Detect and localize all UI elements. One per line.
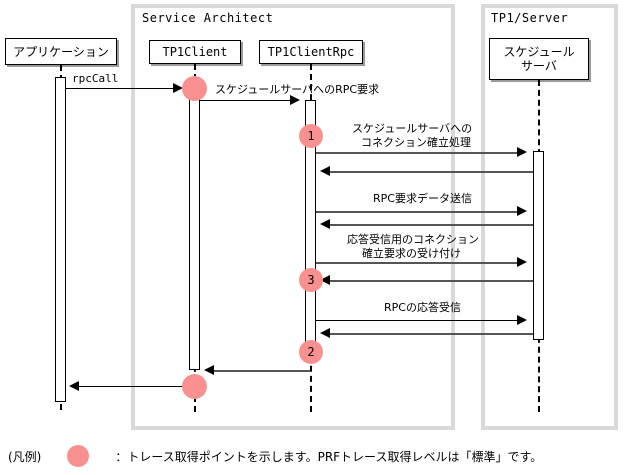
message-label-rpc-response: RPCの応答受信 [384, 301, 461, 314]
group-title-tp1-server: TP1/Server [491, 11, 569, 25]
legend-description: ：トレース取得ポイントを示します。PRFトレース取得レベルは「標準」です。 [115, 449, 543, 464]
message-arrow-rpc-return-to-client [204, 365, 214, 375]
message-line-rpc-data-send [316, 211, 517, 213]
message-arrow-rpc-response [517, 315, 527, 325]
message-label-resp-conn-accept-line2: 確立要求の受け付け [362, 247, 461, 260]
legend-prefix: (凡例) [8, 449, 42, 464]
message-arrow-rpc-request [290, 95, 300, 105]
message-arrow-rpc-response-return [320, 328, 330, 338]
legend-trace-point-icon [67, 445, 90, 467]
message-label-conn-establish-line2: コネクション確立処理 [361, 136, 471, 149]
message-arrow-rpc-data-send-return [320, 219, 330, 229]
message-line-rpc-response [316, 320, 517, 321]
lifeline-head-application: アプリケーション [5, 38, 117, 65]
message-line-rpc-return-to-app [79, 386, 188, 387]
group-frame-service-architect [131, 4, 455, 430]
lifeline-label-schedule-server-line1: スケジュール [503, 45, 575, 59]
message-arrow-conn-establish-return [320, 166, 330, 176]
lifeline-label-application: アプリケーション [13, 44, 109, 59]
message-arrow-rpc-return-to-app [69, 381, 79, 391]
trace-point-3-label: 3 [307, 273, 315, 287]
message-arrow-resp-conn-accept-return [320, 275, 330, 285]
activation-application [55, 77, 66, 402]
lifeline-head-tp1clientrpc: TP1ClientRpc [259, 40, 363, 64]
message-label-conn-establish-line1: スケジュールサーバへの [352, 122, 473, 135]
activation-tp1client [189, 88, 200, 370]
trace-point-1: 1 [299, 124, 323, 148]
trace-point-1-label: 1 [307, 129, 315, 143]
message-arrow-resp-conn-accept [517, 257, 527, 267]
lifeline-head-tp1client: TP1Client [149, 40, 241, 64]
message-arrow-rpc-data-send [517, 206, 527, 216]
message-line-conn-establish-return [330, 171, 533, 173]
trace-point-exit [182, 374, 207, 399]
trace-point-2: 2 [299, 340, 323, 364]
trace-point-2-label: 2 [307, 345, 315, 359]
group-frame-tp1-server [481, 4, 618, 430]
legend: (凡例) ：トレース取得ポイントを示します。PRFトレース取得レベルは「標準」で… [8, 443, 620, 469]
message-line-rpc-call [66, 88, 173, 89]
message-line-resp-conn-accept-return [330, 280, 533, 282]
message-arrow-rpc-call [173, 83, 183, 93]
message-line-rpc-data-send-return [330, 224, 533, 226]
trace-point-entry [182, 76, 207, 101]
trace-point-3: 3 [299, 268, 323, 292]
lifeline-label-schedule-server-line2: サーバ [521, 59, 557, 73]
message-label-rpc-call: rpcCall [72, 72, 119, 85]
message-line-rpc-response-return [330, 333, 533, 335]
group-title-service-architect: Service Architect [142, 11, 274, 25]
message-arrow-conn-establish [517, 147, 527, 157]
message-line-rpc-request [200, 100, 290, 101]
message-label-resp-conn-accept-line1: 応答受信用のコネクション [347, 233, 479, 246]
lifeline-label-tp1clientrpc: TP1ClientRpc [267, 45, 355, 59]
message-line-resp-conn-accept [316, 262, 517, 264]
lifeline-head-schedule-server: スケジュール サーバ [489, 38, 589, 80]
activation-schedule-server [533, 151, 544, 340]
lifeline-label-tp1client: TP1Client [162, 45, 228, 59]
message-line-conn-establish [316, 152, 517, 154]
message-label-rpc-request: スケジュールサーバへのRPC要求 [215, 83, 380, 96]
message-line-rpc-return-to-client [214, 370, 310, 372]
message-label-rpc-data-send: RPC要求データ送信 [373, 192, 472, 205]
